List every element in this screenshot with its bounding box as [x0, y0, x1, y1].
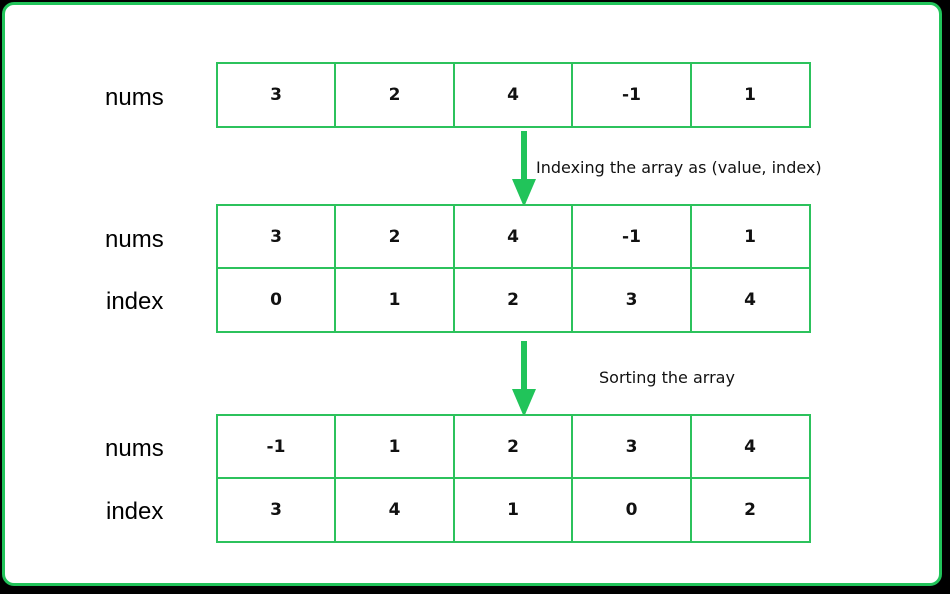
array-cell: 1	[689, 61, 811, 128]
row-label-nums: nums	[105, 226, 164, 253]
array-cell: 4	[452, 61, 574, 128]
array-cell: 3	[571, 267, 692, 333]
array-cell: 3	[215, 203, 337, 270]
array-cell: 4	[689, 413, 811, 480]
array-cell: 4	[334, 477, 455, 543]
array-cell: 1	[452, 477, 574, 543]
array-cell: 3	[215, 61, 337, 128]
array-cell: 3	[571, 413, 692, 480]
array-grid-indexed: 3 2 4 -1 1 0 1 2 3 4	[215, 203, 824, 333]
array-cell: -1	[571, 61, 692, 128]
down-arrow-icon	[512, 131, 536, 207]
array-cell: 2	[452, 413, 574, 480]
transition-caption-indexing: Indexing the array as (value, index)	[536, 158, 822, 177]
array-cell: 4	[689, 267, 811, 333]
row-label-nums: nums	[105, 435, 164, 462]
array-cell: -1	[571, 203, 692, 270]
array-cell: 2	[689, 477, 811, 543]
array-cell: 1	[334, 267, 455, 333]
array-grid-sorted: -1 1 2 3 4 3 4 1 0 2	[215, 413, 824, 543]
diagram-canvas: nums 3 2 4 -1 1 Indexing the array as (v…	[2, 2, 942, 586]
array-row-nums: 3 2 4 -1 1	[215, 203, 824, 270]
array-row-nums: 3 2 4 -1 1	[215, 61, 824, 128]
array-cell: 0	[215, 267, 337, 333]
transition-caption-sorting: Sorting the array	[599, 368, 735, 387]
array-grid-original: 3 2 4 -1 1	[215, 61, 824, 128]
row-label-index: index	[106, 288, 164, 315]
row-label-nums: nums	[105, 84, 164, 111]
array-cell: 4	[452, 203, 574, 270]
array-cell: 1	[689, 203, 811, 270]
array-row-index: 3 4 1 0 2	[215, 477, 824, 543]
array-cell: 0	[571, 477, 692, 543]
down-arrow-icon	[512, 341, 536, 417]
array-cell: 3	[215, 477, 337, 543]
row-label-index: index	[106, 498, 164, 525]
array-cell: 1	[334, 413, 455, 480]
array-cell: 2	[334, 61, 455, 128]
array-row-nums: -1 1 2 3 4	[215, 413, 824, 480]
array-cell: -1	[215, 413, 337, 480]
array-cell: 2	[334, 203, 455, 270]
array-row-index: 0 1 2 3 4	[215, 267, 824, 333]
array-cell: 2	[452, 267, 574, 333]
